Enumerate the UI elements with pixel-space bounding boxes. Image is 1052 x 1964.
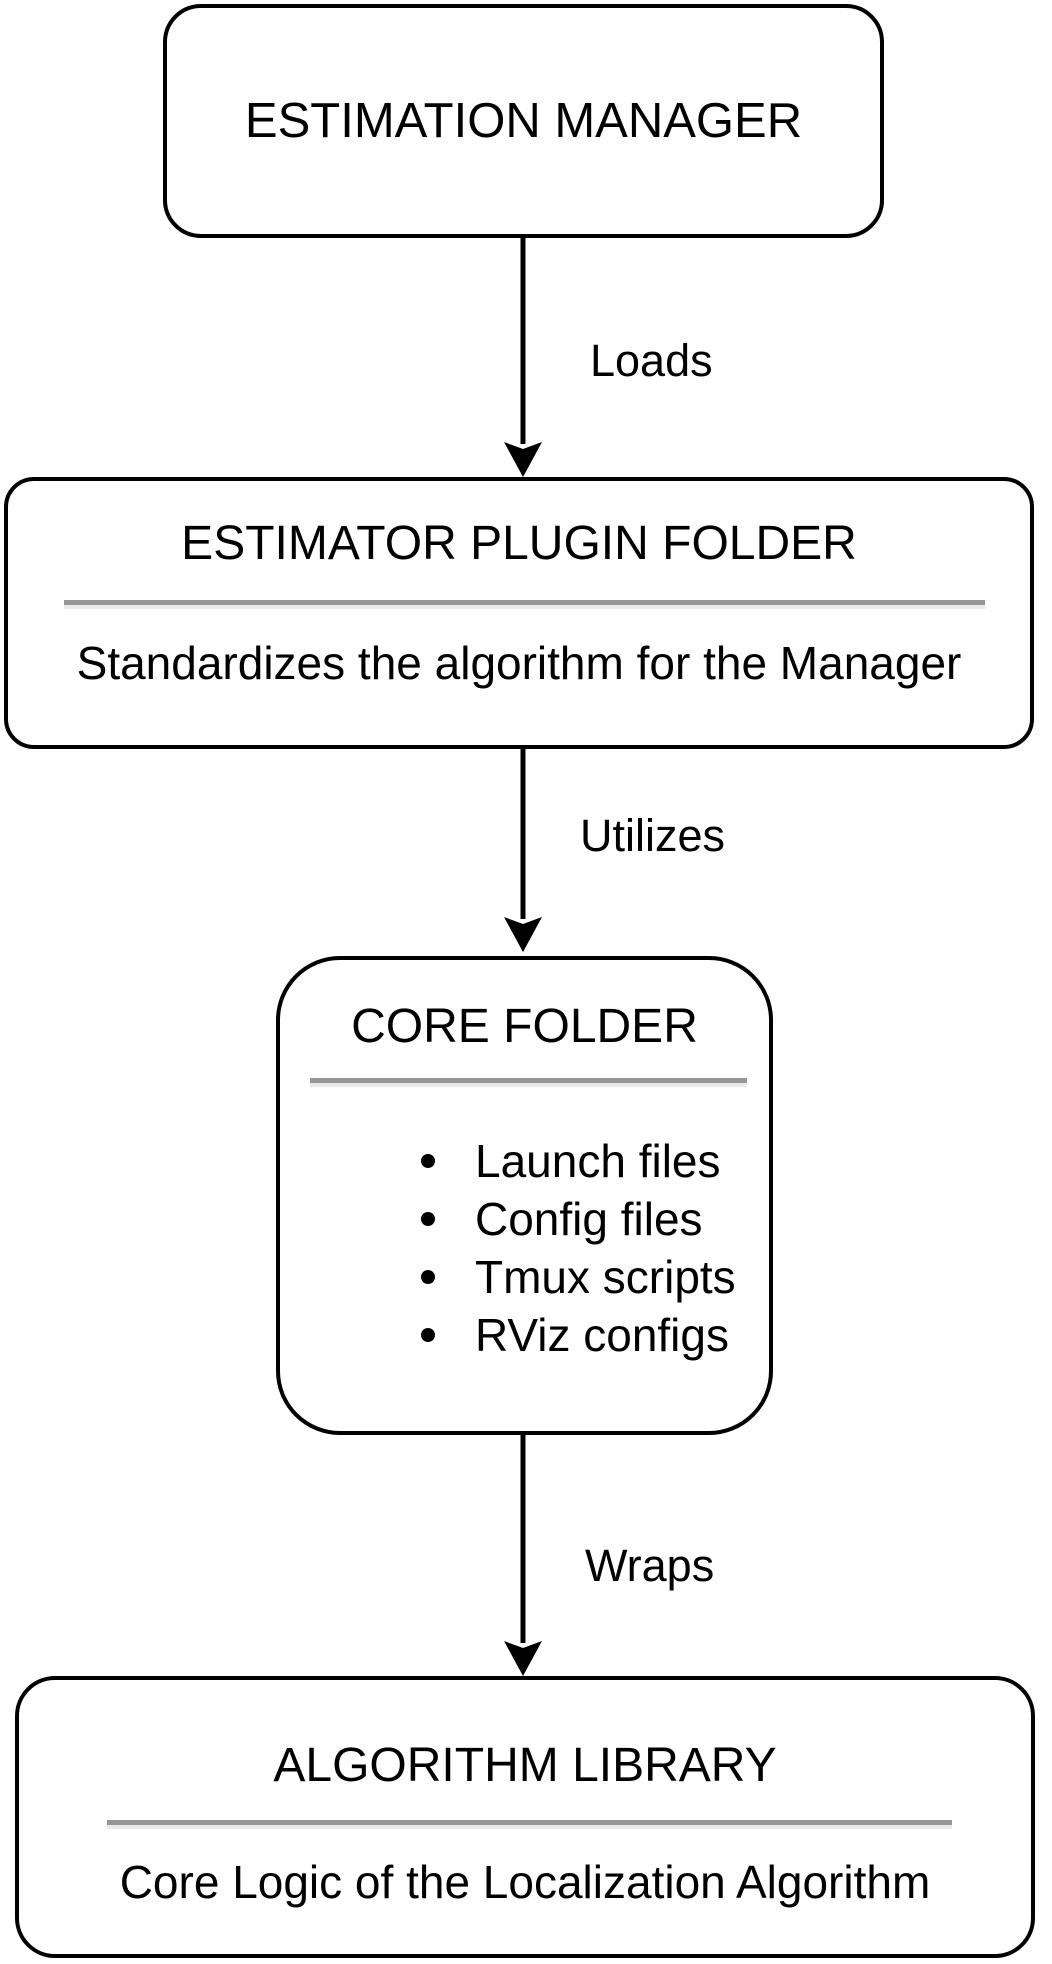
bullet-icon <box>421 1328 435 1342</box>
core-folder-bullet-list: Launch files Config files Tmux scripts R… <box>420 1132 736 1364</box>
node-estimator-plugin-folder-title: ESTIMATOR PLUGIN FOLDER <box>181 517 857 570</box>
arrow-shaft <box>520 1435 526 1643</box>
edge-loads-arrow <box>504 238 542 477</box>
list-item-label: Config files <box>475 1193 703 1245</box>
node-estimation-manager-title: ESTIMATION MANAGER <box>244 94 803 148</box>
list-item-label: Tmux scripts <box>475 1251 736 1303</box>
edge-utilizes-arrow <box>504 749 542 952</box>
list-item: RViz configs <box>420 1306 736 1364</box>
edge-utilizes-label: Utilizes <box>580 810 726 861</box>
bullet-icon <box>421 1270 435 1284</box>
arrow-head-down-icon <box>504 917 542 952</box>
bullet-icon <box>421 1154 435 1168</box>
list-item-label: Launch files <box>475 1135 721 1187</box>
divider-line <box>64 600 985 605</box>
node-core-folder-title: CORE FOLDER <box>351 1000 698 1053</box>
bullet-icon <box>421 1212 435 1226</box>
node-estimation-manager: ESTIMATION MANAGER <box>163 4 884 238</box>
list-item: Tmux scripts <box>420 1248 736 1306</box>
edge-loads-label: Loads <box>590 335 713 386</box>
arrow-shaft <box>520 238 526 444</box>
arrow-shaft <box>520 749 526 919</box>
divider-line <box>107 1820 952 1825</box>
edge-wraps-arrow <box>504 1435 542 1676</box>
node-estimator-plugin-folder: ESTIMATOR PLUGIN FOLDER Standardizes the… <box>4 477 1034 749</box>
node-algorithm-library-subtitle: Core Logic of the Localization Algorithm <box>119 1856 931 1908</box>
node-algorithm-library-title: ALGORITHM LIBRARY <box>273 1739 777 1792</box>
divider-line <box>310 1078 747 1083</box>
node-algorithm-library: ALGORITHM LIBRARY Core Logic of the Loca… <box>15 1676 1035 1958</box>
arrow-head-down-icon <box>504 442 542 477</box>
arrow-head-down-icon <box>504 1641 542 1676</box>
list-item: Config files <box>420 1190 736 1248</box>
node-estimator-plugin-folder-subtitle: Standardizes the algorithm for the Manag… <box>76 637 962 689</box>
list-item-label: RViz configs <box>475 1309 729 1361</box>
edge-wraps-label: Wraps <box>585 1540 715 1591</box>
list-item: Launch files <box>420 1132 736 1190</box>
node-core-folder: CORE FOLDER Launch files Config files Tm… <box>276 956 773 1435</box>
